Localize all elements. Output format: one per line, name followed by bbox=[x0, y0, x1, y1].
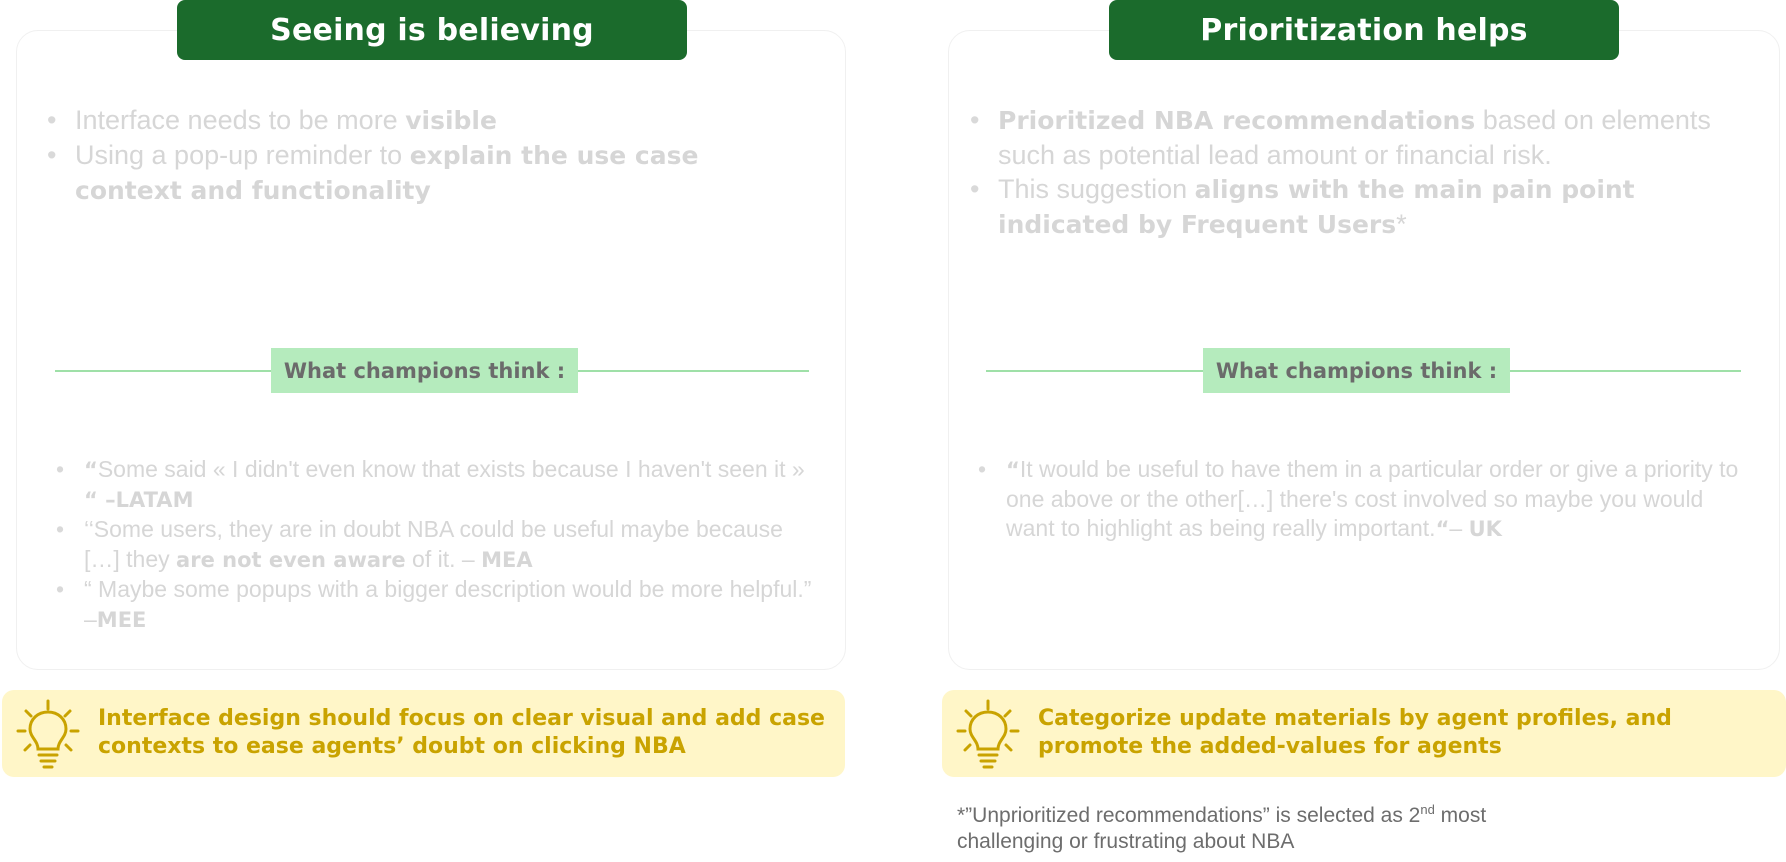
left-panel-title: Seeing is believing bbox=[177, 0, 687, 60]
list-item: Using a pop-up reminder to explain the u… bbox=[47, 138, 775, 208]
left-key-points: Interface needs to be more visible Using… bbox=[47, 103, 775, 208]
quote-item: ‘‘Some users, they are in doubt NBA coul… bbox=[56, 515, 824, 575]
right-panel-title: Prioritization helps bbox=[1109, 0, 1619, 60]
right-takeaway: Categorize update materials by agent pro… bbox=[942, 690, 1786, 777]
quote-item: “It would be useful to have them in a pa… bbox=[978, 455, 1756, 544]
footnote: *”Unprioritized recommendations” is sele… bbox=[957, 802, 1487, 853]
left-champions-label: What champions think : bbox=[271, 348, 578, 393]
left-takeaway-text: Interface design should focus on clear v… bbox=[98, 706, 825, 759]
list-item: Interface needs to be more visible bbox=[47, 103, 775, 138]
quote-item: “ Maybe some popups with a bigger descri… bbox=[56, 575, 824, 635]
right-quotes: “It would be useful to have them in a pa… bbox=[978, 455, 1756, 544]
left-quotes: “Some said « I didn't even know that exi… bbox=[56, 455, 824, 635]
right-key-points: Prioritized NBA recommendations based on… bbox=[970, 103, 1758, 242]
lightbulb-icon bbox=[16, 699, 80, 769]
left-takeaway: Interface design should focus on clear v… bbox=[2, 690, 845, 777]
right-champions-label: What champions think : bbox=[1203, 348, 1510, 393]
list-item: This suggestion aligns with the main pai… bbox=[970, 172, 1758, 242]
lightbulb-icon bbox=[956, 699, 1020, 769]
list-item: Prioritized NBA recommendations based on… bbox=[970, 103, 1758, 172]
quote-item: “Some said « I didn't even know that exi… bbox=[56, 455, 824, 515]
right-takeaway-text: Categorize update materials by agent pro… bbox=[1038, 706, 1672, 759]
